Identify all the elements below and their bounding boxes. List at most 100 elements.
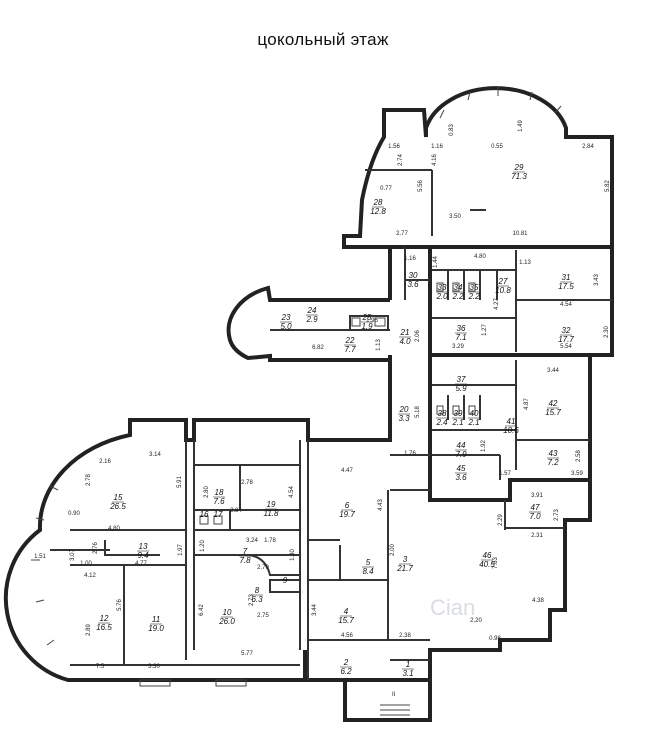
dimension-label: 2.29 xyxy=(498,514,504,526)
room-28-number: 28 xyxy=(373,198,383,207)
dimension-label: 6.42 xyxy=(199,604,205,616)
room-31-area: 17.5 xyxy=(558,282,574,291)
dimension-label: 5.54 xyxy=(560,344,572,350)
room-17-number: 17 xyxy=(214,510,223,519)
dimension-label: 3.07 xyxy=(70,549,76,561)
floor-title: цокольный этаж xyxy=(257,30,389,49)
room-34-area: 2.2 xyxy=(451,292,464,301)
dimension-label: 2.75 xyxy=(257,613,269,619)
dimension-label: 2.58 xyxy=(576,450,582,462)
room-10-area: 26.0 xyxy=(218,617,235,626)
room-15-number: 15 xyxy=(114,493,123,502)
room-43-number: 43 xyxy=(549,449,558,458)
dimension-label: 0.55 xyxy=(491,144,503,150)
room-23-area: 5.0 xyxy=(280,322,292,331)
room-18-area: 7.6 xyxy=(213,497,225,506)
dimension-label: 1.44 xyxy=(433,256,439,268)
dimension-label: 7.63 xyxy=(493,557,499,569)
lower-block-wall xyxy=(3,360,592,682)
room-2-area: 6.2 xyxy=(340,667,352,676)
dimension-label: 4.80 xyxy=(474,254,486,260)
dimension-label: 4.80 xyxy=(108,526,120,532)
dimension-label: 0.98 xyxy=(489,636,501,642)
room-21-area: 4.0 xyxy=(399,337,411,346)
dimension-label: 1.20 xyxy=(200,540,206,552)
room-27-number: 27 xyxy=(498,277,508,286)
dimension-label: 1.00 xyxy=(80,561,92,567)
room-30-number: 30 xyxy=(409,271,418,280)
dimension-label: 1.30 xyxy=(290,549,296,561)
dimension-label: 5.82 xyxy=(605,180,611,192)
dimension-label: 3.14 xyxy=(149,452,161,458)
room-22-area: 7.7 xyxy=(344,345,356,354)
room-4-number: 4 xyxy=(344,607,349,616)
room-41-number: 41 xyxy=(507,417,516,426)
room-47-area: 7.0 xyxy=(529,512,541,521)
room-13-area: 9.4 xyxy=(137,551,149,560)
dimension-label: 1.13 xyxy=(519,260,531,266)
dimension-label: 0.83 xyxy=(449,124,455,136)
interior-walls xyxy=(50,169,612,680)
room-35-number: 35 xyxy=(470,283,479,292)
dimension-label: 5.76 xyxy=(117,599,123,611)
room-28-area: 12.8 xyxy=(370,207,386,216)
room-10-number: 10 xyxy=(223,608,232,617)
room-44-area: 7.9 xyxy=(455,450,467,459)
room-1-number: 1 xyxy=(406,660,410,669)
room-25-area: 1.9 xyxy=(361,322,373,331)
room-6-number: 6 xyxy=(345,501,350,510)
dimension-label: 4.77 xyxy=(135,561,147,567)
room-29-number: 29 xyxy=(514,163,524,172)
room-39-number: 39 xyxy=(454,409,463,418)
room-21-number: 21 xyxy=(400,328,410,337)
room-19-area: 11.8 xyxy=(264,509,280,518)
room-37-number: 37 xyxy=(457,375,466,384)
dimension-label: 4.38 xyxy=(532,598,544,604)
dimension-label: 3.50 xyxy=(449,214,461,220)
left-wing-wall xyxy=(226,285,392,362)
dimension-label: 3.30 xyxy=(148,664,160,670)
room-23-number: 23 xyxy=(281,313,291,322)
dimension-label: 1.16 xyxy=(404,256,416,262)
dimension-label: 1.51 xyxy=(34,554,46,560)
entrance-wall xyxy=(303,650,432,722)
dimension-label: 2.74 xyxy=(398,154,404,166)
dimension-label: 2.78 xyxy=(86,474,92,486)
dimension-label: 1.49 xyxy=(518,120,524,132)
room-11-number: 11 xyxy=(152,615,160,624)
room-40-area: 2.1 xyxy=(467,418,479,427)
room-20-number: 20 xyxy=(399,405,409,414)
dimension-label: 3.24 xyxy=(246,538,258,544)
dimension-label: 0.77 xyxy=(380,186,392,192)
room-38-number: 38 xyxy=(438,409,447,418)
room-3-number: 3 xyxy=(403,555,408,564)
dimension-label: 2.20 xyxy=(470,618,482,624)
dimension-label: 2.38 xyxy=(399,633,411,639)
room-8-area: 6.3 xyxy=(251,595,263,604)
room-7-area: 7.8 xyxy=(239,556,251,565)
dimension-label: 10.81 xyxy=(512,231,528,237)
dimension-label: 3.44 xyxy=(312,604,318,616)
dimension-label: 1.56 xyxy=(388,144,400,150)
entrance-stair: II xyxy=(380,692,410,716)
room-16-number: 16 xyxy=(200,510,209,519)
room-29-area: 71.3 xyxy=(511,172,527,181)
room-39-area: 2.1 xyxy=(451,418,463,427)
dimension-label: 2.89 xyxy=(86,624,92,636)
dimension-label: 2.73 xyxy=(249,594,255,606)
room-5-number: 5 xyxy=(366,558,371,567)
room-25-number: 25 xyxy=(362,313,372,322)
dimension-label: 4.12 xyxy=(84,573,96,579)
room-11-area: 19.0 xyxy=(148,624,164,633)
dimension-label: 1.57 xyxy=(499,471,511,477)
dimension-label: 2.76 xyxy=(93,542,99,554)
room-38-area: 2.4 xyxy=(435,418,448,427)
dimension-label: 2.77 xyxy=(396,231,408,237)
dimension-label: 2.30 xyxy=(604,326,610,338)
room-45-number: 45 xyxy=(457,464,466,473)
dimension-label: 4.87 xyxy=(524,398,530,410)
room-33-number: 33 xyxy=(438,283,447,292)
room-33-area: 2.0 xyxy=(435,292,448,301)
dimension-label: 2.84 xyxy=(230,508,242,514)
dimension-label: 4.56 xyxy=(341,633,353,639)
